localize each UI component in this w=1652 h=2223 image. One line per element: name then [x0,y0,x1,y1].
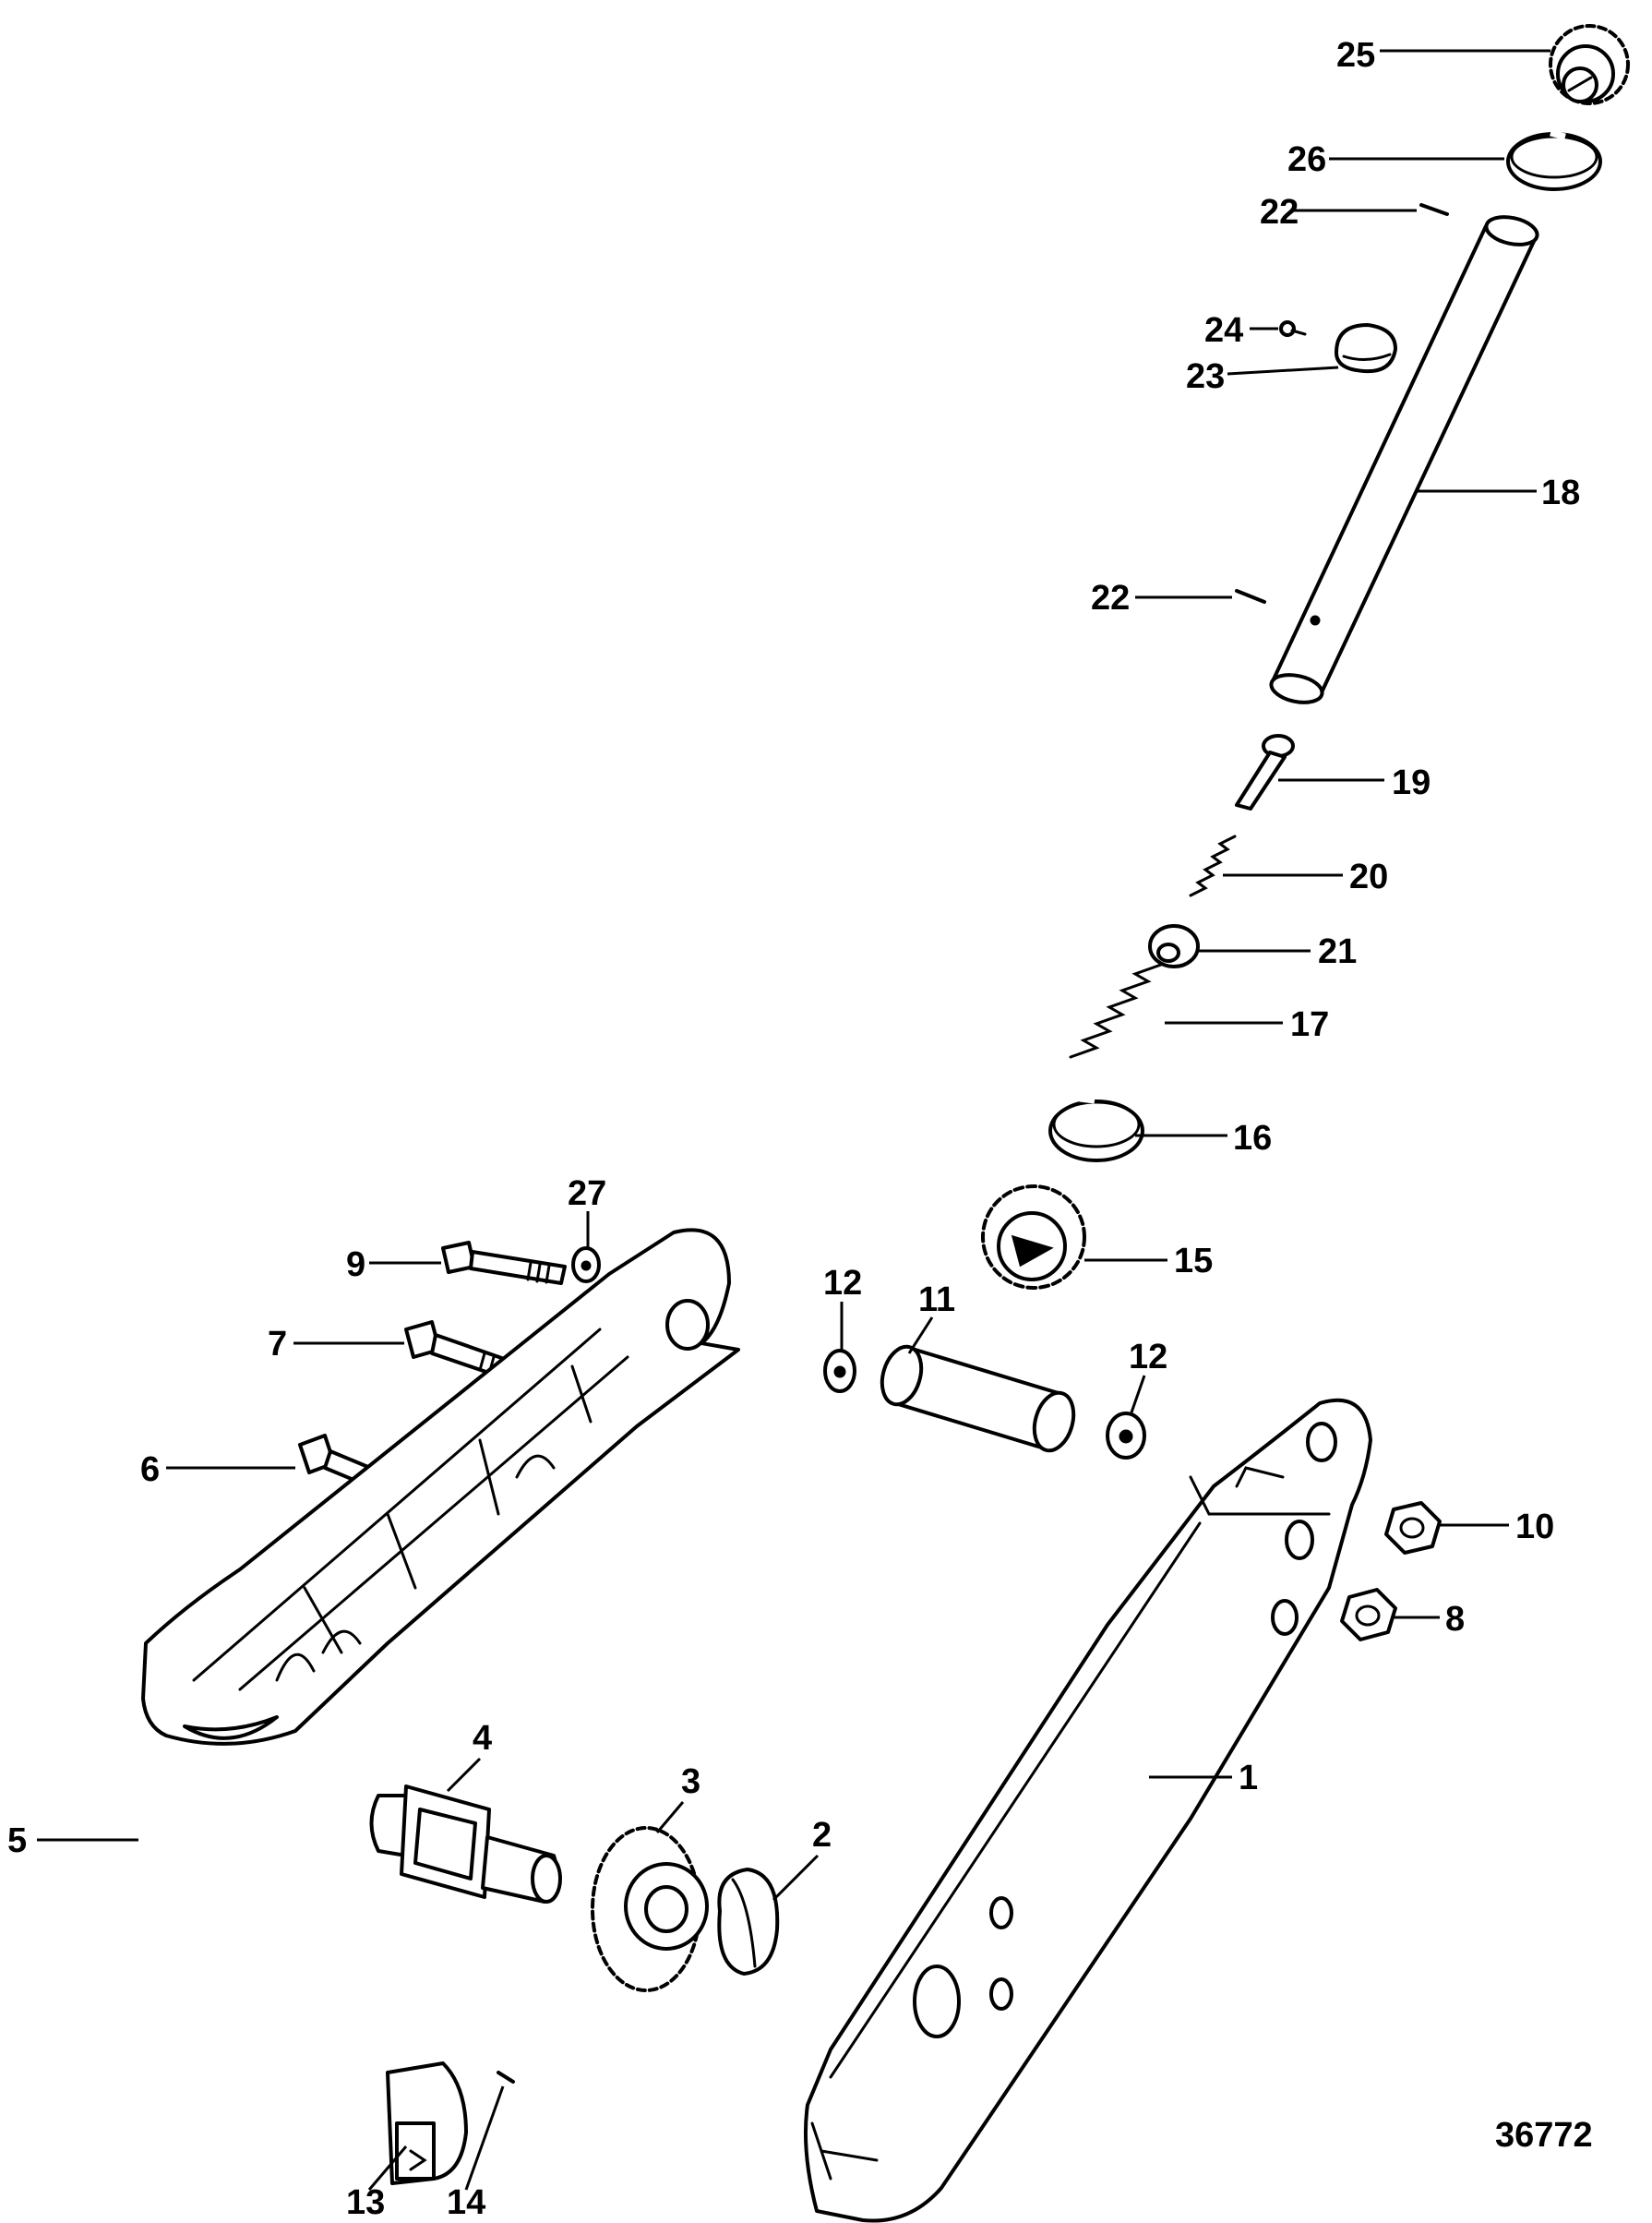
leader-13 [367,2145,408,2191]
callout-labels: 25 26 22 24 23 18 22 19 20 21 17 16 27 9… [7,36,1580,2222]
callout-21: 21 [1318,932,1357,971]
leader-2 [772,1854,820,1902]
part-25-gear-cap [1549,24,1630,105]
callout-6: 6 [140,1450,160,1489]
part-27-washer [571,1246,601,1283]
callout-4: 4 [473,1719,492,1758]
part-4-coupler [369,1784,562,1904]
callout-14: 14 [447,2183,485,2222]
callout-3: 3 [681,1762,700,1801]
part-20-small-spring [1189,835,1237,897]
part-14-small-pin [497,2071,515,2084]
leader-23 [1227,366,1339,376]
callout-26: 26 [1287,140,1326,179]
part-17-spring [1069,963,1163,1059]
part-15-bevel-gear [981,1184,1086,1290]
callout-2: 2 [812,1816,832,1855]
callout-12-right: 12 [1129,1338,1167,1376]
leader-lines [37,49,1550,2191]
callout-20: 20 [1349,858,1388,896]
callout-12-left: 12 [823,1264,862,1303]
part-18-tube [1269,215,1539,704]
callout-19: 19 [1392,763,1431,802]
part-23-grip [1335,323,1397,374]
leader-3 [655,1801,685,1833]
leader-14 [464,2085,505,2191]
callout-24: 24 [1204,311,1243,350]
part-1-right-frame [803,1398,1372,2223]
part-16-ring [1048,1095,1144,1162]
part-8-nut [1340,1588,1397,1641]
part-9-long-bolt [441,1241,567,1285]
part-10-nut [1384,1501,1442,1555]
callout-16: 16 [1233,1119,1272,1158]
callout-10: 10 [1515,1508,1554,1546]
callout-22-lower: 22 [1091,579,1130,618]
callout-27: 27 [568,1174,606,1213]
callout-15: 15 [1174,1242,1213,1280]
part-12-washer-left [823,1349,856,1393]
part-11-sleeve [880,1344,1076,1453]
callout-25: 25 [1336,36,1375,75]
figure-number: 36772 [1495,2116,1593,2155]
leader-11 [907,1316,934,1354]
part-26-split-ring [1506,129,1602,191]
part-12-washer-right [1106,1412,1146,1460]
callout-13: 13 [346,2183,385,2222]
part-24-screw [1279,320,1307,337]
callout-22-upper: 22 [1260,193,1299,232]
callout-7: 7 [268,1325,287,1364]
callout-18: 18 [1541,474,1580,512]
part-19-plunger [1235,734,1295,811]
callout-8: 8 [1445,1600,1465,1639]
part-3-gear [591,1826,709,1992]
callout-5: 5 [7,1821,27,1860]
part-5-left-frame [141,1228,740,1746]
part-2-split-bushing [717,1868,780,1976]
part-22-pin-upper [1419,203,1449,216]
leader-4 [446,1757,482,1793]
callout-23: 23 [1186,357,1225,396]
leader-12b [1130,1375,1146,1413]
part-21-bushing [1148,924,1200,968]
part-13-guide-block [386,2061,468,2185]
callout-17: 17 [1290,1005,1329,1044]
callout-11: 11 [918,1280,955,1319]
callout-9: 9 [346,1245,365,1284]
part-22-pin-lower [1235,589,1266,604]
callout-1: 1 [1239,1759,1258,1797]
